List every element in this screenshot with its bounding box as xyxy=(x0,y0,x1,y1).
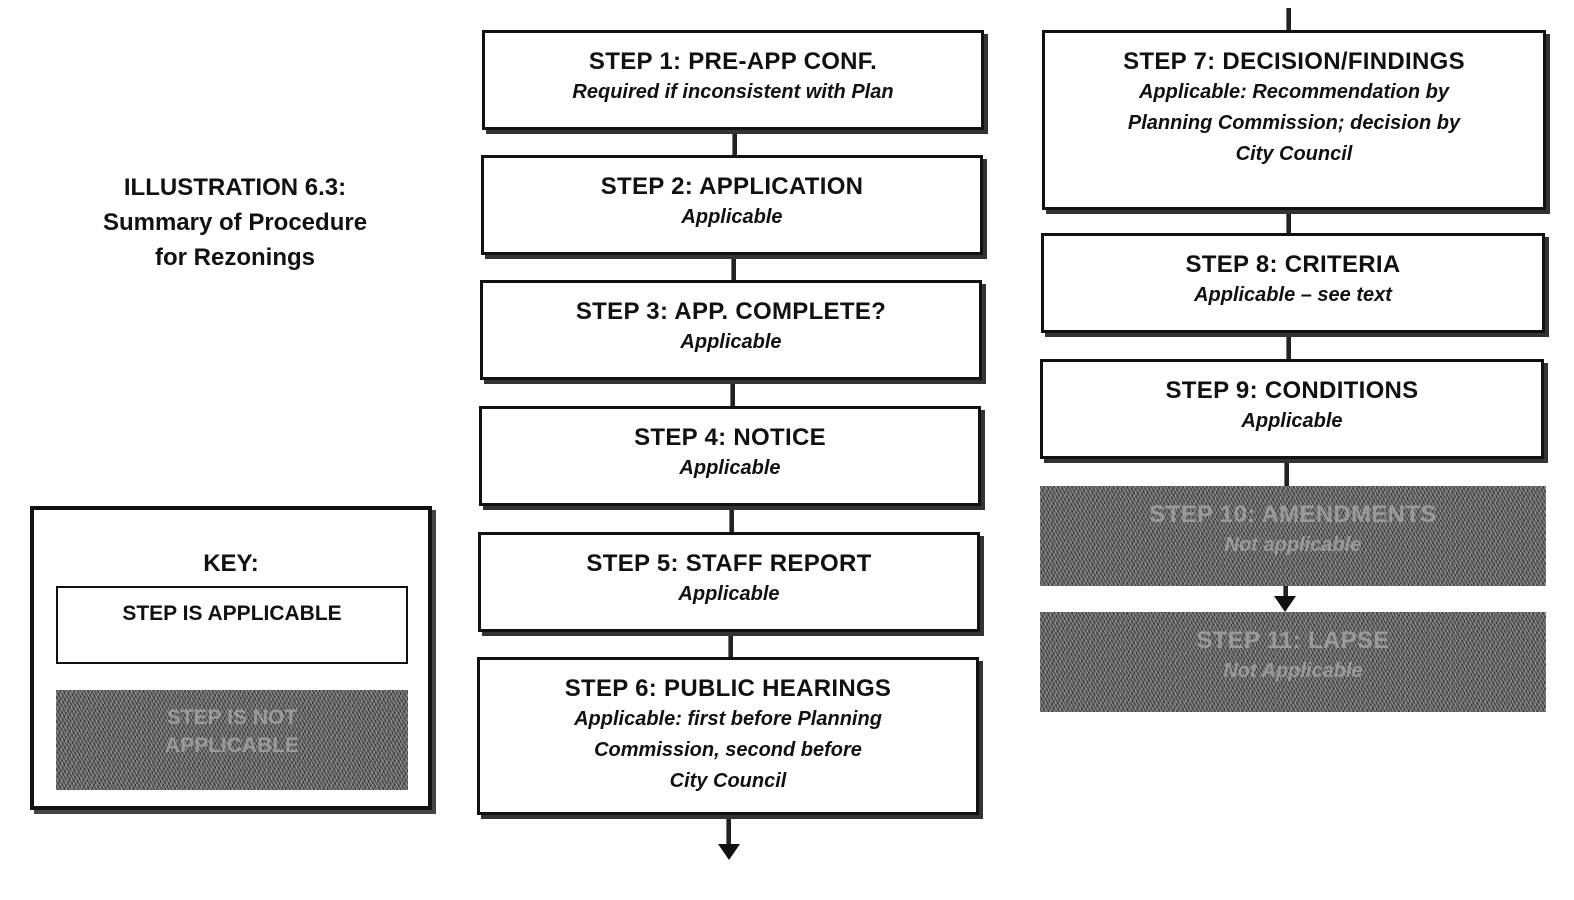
connector-6-out xyxy=(726,812,731,846)
title-line-2: Summary of Procedure xyxy=(102,209,368,236)
step-heading: STEP 7: DECISION/FINDINGS xyxy=(1123,48,1465,75)
step-status: Applicable xyxy=(681,206,783,228)
step-heading: STEP 3: APP. COMPLETE? xyxy=(575,298,887,325)
step-2-box: STEP 2: APPLICATION Applicable xyxy=(481,155,983,255)
step-heading: STEP 4: NOTICE xyxy=(634,424,826,451)
step-status-line-2: Commission, second before xyxy=(594,739,862,761)
step-heading: STEP 2: APPLICATION xyxy=(600,173,864,200)
step-heading: STEP 5: STAFF REPORT xyxy=(586,550,872,577)
step-1-box: STEP 1: PRE-APP CONF. Required if incons… xyxy=(482,30,984,130)
step-status-line-1: Applicable: first before Planning xyxy=(574,708,882,730)
connector-in-7 xyxy=(1286,8,1291,34)
step-10-box: STEP 10: AMENDMENTS Not applicable xyxy=(1040,486,1546,586)
connector-8-9 xyxy=(1286,331,1291,361)
step-status: Applicable xyxy=(1241,410,1343,432)
step-8-box: STEP 8: CRITERIA Applicable – see text xyxy=(1041,233,1545,333)
step-6-box: STEP 6: PUBLIC HEARINGS Applicable: firs… xyxy=(477,657,979,815)
step-heading: STEP 6: PUBLIC HEARINGS xyxy=(564,675,892,702)
connector-1-2 xyxy=(732,128,737,158)
title-line-1: ILLUSTRATION 6.3: xyxy=(123,174,347,201)
step-status-line-3: City Council xyxy=(669,770,787,792)
connector-9-10 xyxy=(1284,458,1289,488)
connector-4-5 xyxy=(729,504,734,534)
step-status: Applicable xyxy=(678,583,780,605)
down-arrow-icon xyxy=(1274,596,1296,612)
step-11-box: STEP 11: LAPSE Not Applicable xyxy=(1040,612,1546,712)
connector-10-11 xyxy=(1283,584,1288,600)
step-heading: STEP 11: LAPSE xyxy=(1196,627,1390,654)
step-status: Not Applicable xyxy=(1223,660,1363,682)
title-line-3: for Rezonings xyxy=(155,244,315,271)
connector-3-4 xyxy=(730,378,735,408)
step-7-box: STEP 7: DECISION/FINDINGS Applicable: Re… xyxy=(1042,30,1546,210)
legend-key: KEY: STEP IS APPLICABLE STEP IS NOT APPL… xyxy=(30,506,432,810)
key-applicable-label: STEP IS APPLICABLE xyxy=(122,602,342,625)
connector-7-8 xyxy=(1286,207,1291,235)
step-4-box: STEP 4: NOTICE Applicable xyxy=(479,406,981,506)
connector-2-3 xyxy=(731,253,736,283)
step-3-box: STEP 3: APP. COMPLETE? Applicable xyxy=(480,280,982,380)
step-status-line-3: City Council xyxy=(1235,143,1353,165)
key-applicable-swatch: STEP IS APPLICABLE xyxy=(56,586,408,664)
step-heading: STEP 10: AMENDMENTS xyxy=(1149,501,1437,528)
step-status: Required if inconsistent with Plan xyxy=(572,81,894,103)
step-heading: STEP 8: CRITERIA xyxy=(1185,251,1401,278)
connector-5-6 xyxy=(728,630,733,660)
step-status: Applicable xyxy=(679,457,781,479)
illustration-title: ILLUSTRATION 6.3: Summary of Procedure f… xyxy=(70,170,400,275)
key-not-applicable-line-1: STEP IS NOT xyxy=(166,706,298,729)
step-status: Not applicable xyxy=(1224,534,1362,556)
down-arrow-icon xyxy=(718,844,740,860)
key-not-applicable-line-2: APPLICABLE xyxy=(164,734,300,757)
step-9-box: STEP 9: CONDITIONS Applicable xyxy=(1040,359,1544,459)
key-not-applicable-swatch: STEP IS NOT APPLICABLE xyxy=(56,690,408,790)
key-title: KEY: xyxy=(203,550,259,577)
step-status-line-1: Applicable: Recommendation by xyxy=(1138,81,1450,103)
step-status-line-2: Planning Commission; decision by xyxy=(1127,112,1461,134)
step-heading: STEP 1: PRE-APP CONF. xyxy=(588,48,878,75)
step-5-box: STEP 5: STAFF REPORT Applicable xyxy=(478,532,980,632)
step-status: Applicable – see text xyxy=(1194,284,1392,306)
step-status: Applicable xyxy=(680,331,782,353)
step-heading: STEP 9: CONDITIONS xyxy=(1165,377,1419,404)
